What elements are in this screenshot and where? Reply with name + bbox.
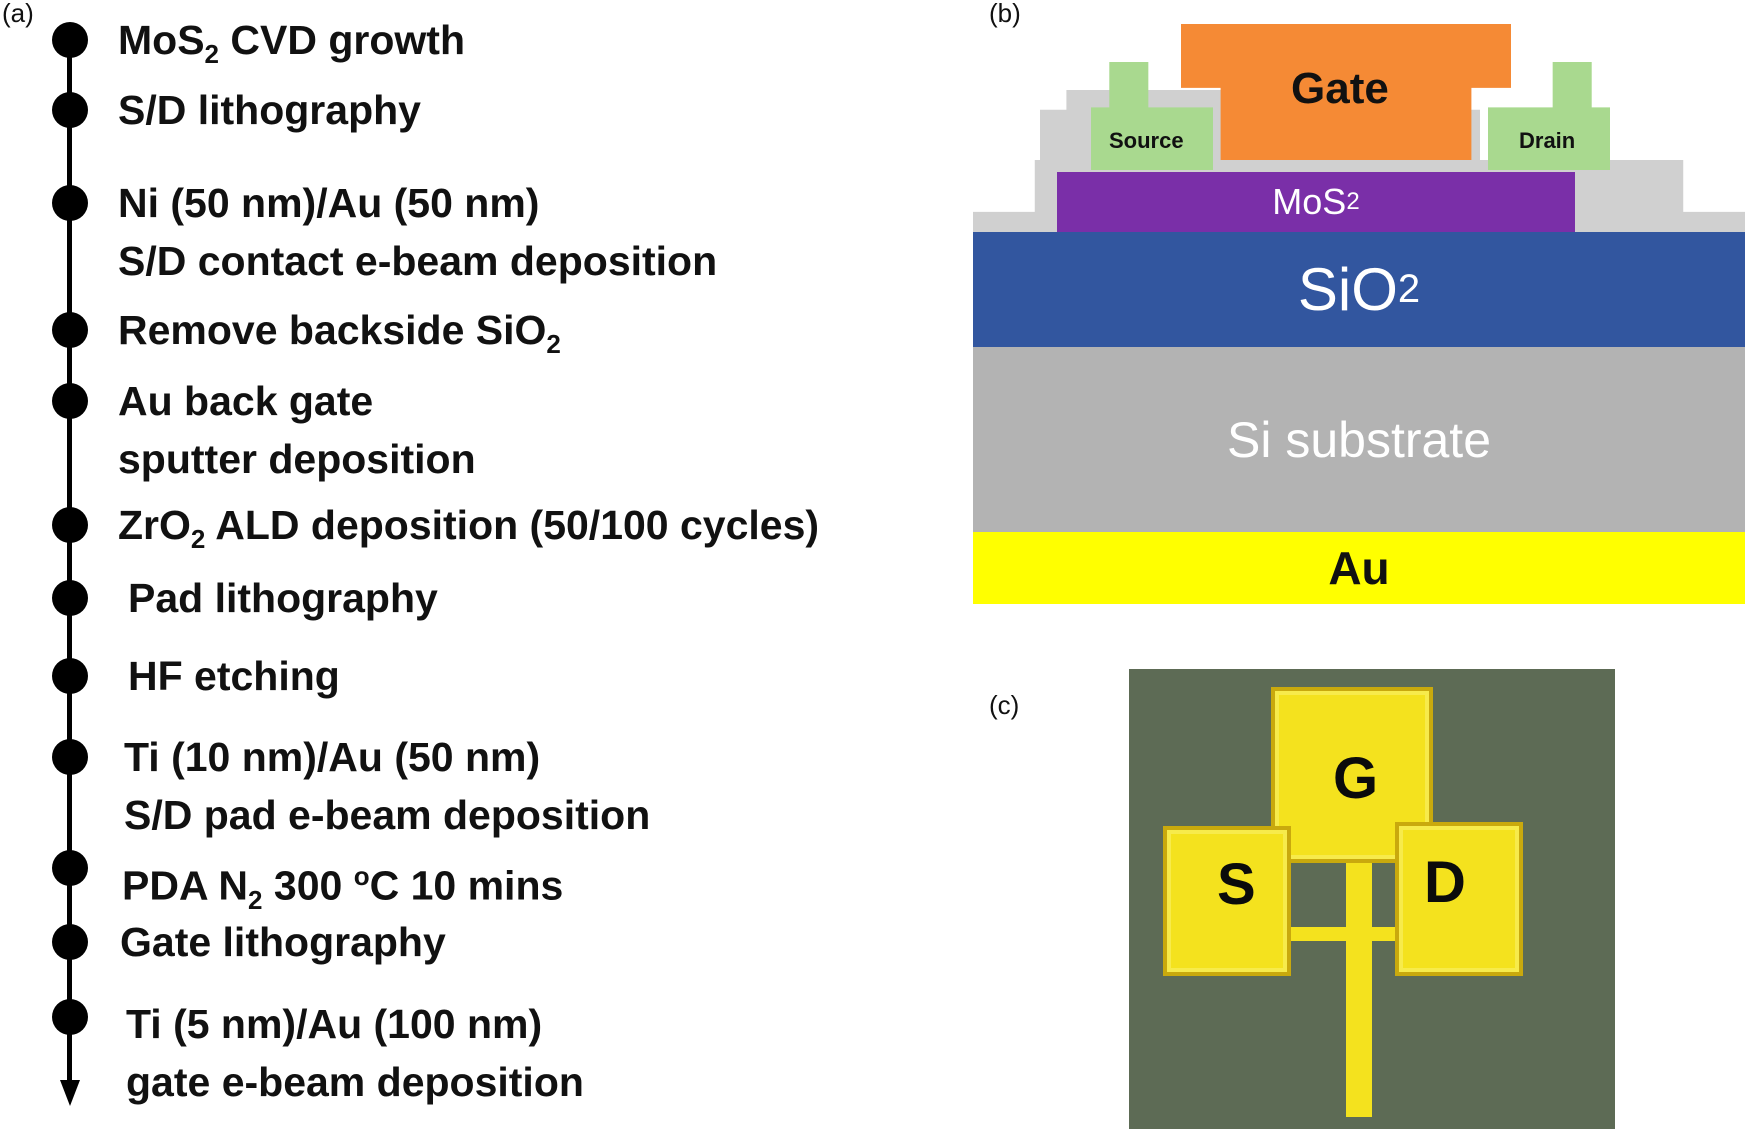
gate-electrode bbox=[1181, 24, 1511, 160]
step-marker bbox=[52, 739, 88, 775]
panel-label-c: (c) bbox=[989, 690, 1020, 720]
step-marker bbox=[52, 924, 88, 960]
step-hf-etching: HF etching bbox=[128, 653, 340, 699]
panel-label-a: (a) bbox=[2, 0, 34, 28]
step-zro2-ald: ZrO2 ALD deposition (50/100 cycles) bbox=[118, 502, 820, 555]
step-marker bbox=[52, 580, 88, 616]
gate-label: Gate bbox=[1291, 64, 1389, 113]
step-gate-deposition: Ti (5 nm)/Au (100 nm)gate e-beam deposit… bbox=[126, 1001, 584, 1105]
step-remove-backside-sio2: Remove backside SiO2 bbox=[118, 307, 561, 360]
step-marker bbox=[52, 999, 88, 1035]
process-flow: MoS2 CVD growth S/D lithography Ni (50 n… bbox=[52, 17, 820, 1106]
au-back-contact: Au bbox=[973, 532, 1745, 604]
step-marker bbox=[52, 850, 88, 886]
drain-label: Drain bbox=[1519, 128, 1576, 153]
gate-feed-line bbox=[1346, 855, 1372, 1117]
si-substrate: Si substrate bbox=[973, 347, 1745, 532]
step-sd-lithography: S/D lithography bbox=[118, 87, 421, 133]
device-micrograph: G S D bbox=[1129, 669, 1615, 1129]
source-label: Source bbox=[1109, 128, 1184, 153]
step-marker bbox=[52, 507, 88, 543]
drain-pad bbox=[1395, 822, 1523, 976]
step-sd-contact-deposition: Ni (50 nm)/Au (50 nm)S/D contact e-beam … bbox=[118, 180, 718, 284]
step-marker bbox=[52, 22, 88, 58]
step-marker bbox=[52, 312, 88, 348]
step-mos2-growth: MoS2 CVD growth bbox=[118, 17, 465, 70]
drain-pad-label: D bbox=[1424, 850, 1466, 915]
step-pda-anneal: PDA N2 300 oC 10 mins bbox=[122, 861, 564, 915]
step-marker bbox=[52, 185, 88, 221]
source-pad bbox=[1163, 826, 1291, 976]
step-pad-lithography: Pad lithography bbox=[128, 575, 438, 621]
timeline-line bbox=[67, 38, 72, 1088]
step-marker bbox=[52, 658, 88, 694]
source-pad-label: S bbox=[1217, 852, 1256, 917]
timeline-arrow-icon bbox=[60, 1080, 80, 1106]
step-marker bbox=[52, 383, 88, 419]
step-gate-lithography: Gate lithography bbox=[120, 919, 446, 965]
gate-pad-label: G bbox=[1333, 746, 1379, 811]
panel-label-b: (b) bbox=[989, 0, 1021, 28]
step-sd-pad-deposition: Ti (10 nm)/Au (50 nm)S/D pad e-beam depo… bbox=[124, 734, 651, 838]
step-marker bbox=[52, 92, 88, 128]
